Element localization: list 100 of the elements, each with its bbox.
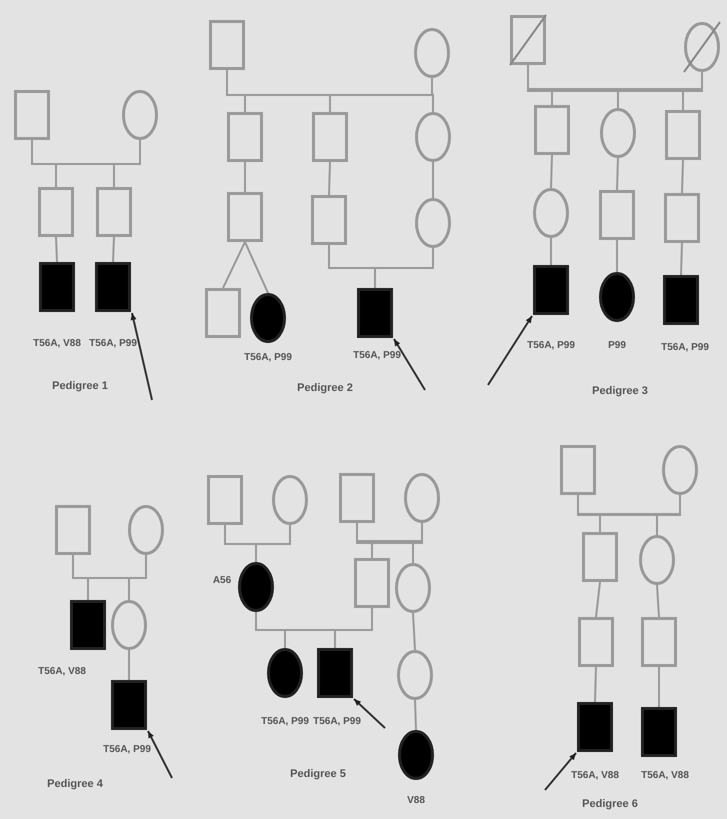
square-symbol: [534, 105, 570, 155]
connector-line: [658, 667, 660, 707]
connector-line: [656, 584, 660, 618]
connector-line: [374, 248, 434, 288]
connector-line: [412, 612, 416, 650]
square-symbol: [205, 288, 241, 338]
square-symbol: [339, 473, 375, 523]
filled-square-symbol: [533, 265, 569, 315]
proband-arrow: [353, 698, 386, 729]
connector-line: [255, 525, 291, 562]
connector-line: [244, 162, 246, 192]
circle-symbol: [415, 198, 451, 248]
filled-square-symbol: [357, 288, 393, 338]
connector-line: [656, 495, 681, 535]
square-symbol: [312, 112, 348, 162]
connector-line: [113, 140, 141, 187]
mutation-label: T56A, V88: [38, 666, 86, 677]
mutation-label: A56: [212, 575, 232, 586]
mutation-label: T56A, P99: [244, 352, 292, 363]
mutation-label: P99: [608, 340, 626, 351]
circle-symbol: [397, 650, 433, 700]
connector-line: [222, 242, 246, 288]
connector-line: [616, 158, 619, 190]
square-symbol: [665, 110, 701, 160]
connector-line: [681, 160, 684, 194]
circle-symbol: [414, 28, 450, 78]
square-symbol: [38, 187, 74, 237]
filled-square-symbol: [663, 275, 699, 325]
square-symbol: [209, 20, 245, 70]
filled-circle-symbol: [398, 730, 434, 780]
connector-line: [244, 242, 269, 294]
connector-line: [414, 700, 417, 730]
square-symbol: [582, 532, 618, 582]
mutation-label: V88: [407, 795, 425, 806]
square-symbol: [311, 195, 347, 245]
connector-line: [595, 582, 601, 618]
mutation-label: T56A, V88: [571, 770, 619, 781]
connector-line: [550, 154, 553, 188]
square-symbol: [560, 445, 596, 495]
square-symbol: [14, 90, 50, 140]
filled-square-symbol: [317, 648, 353, 698]
connector-line: [334, 608, 373, 648]
connector-line: [128, 555, 147, 600]
square-symbol: [227, 192, 263, 242]
square-symbol: [207, 475, 243, 525]
mutation-label: T56A, P99: [103, 744, 151, 755]
filled-circle-symbol: [599, 272, 635, 322]
proband-arrow: [393, 338, 426, 391]
circle-symbol: [404, 473, 440, 523]
connector-line: [680, 242, 683, 276]
square-symbol: [96, 187, 132, 237]
square-symbol: [354, 558, 390, 608]
connector-line: [616, 240, 618, 272]
filled-square-symbol: [111, 680, 147, 730]
proband-arrow: [130, 312, 153, 400]
mutation-label: T56A, P99: [527, 340, 575, 351]
connector-line: [432, 162, 434, 198]
proband-arrow: [544, 752, 577, 791]
filled-square-symbol: [39, 262, 75, 312]
mutation-label: T56A, P99: [661, 342, 709, 353]
circle-symbol: [395, 563, 431, 613]
mutation-label: T56A, P99: [89, 338, 137, 349]
square-symbol: [641, 617, 677, 667]
mutation-label: T56A, P99: [313, 716, 361, 727]
filled-circle-symbol: [238, 562, 274, 612]
circle-symbol: [639, 535, 675, 585]
connector-line: [431, 78, 434, 112]
proband-arrow: [147, 730, 173, 778]
filled-circle-symbol: [250, 293, 286, 343]
filled-square-symbol: [577, 702, 613, 752]
connector-line: [550, 238, 552, 265]
mutation-label: T56A, V88: [641, 770, 689, 781]
square-symbol: [599, 190, 635, 240]
circle-symbol: [272, 475, 308, 525]
pedigree-title: Pedigree 3: [592, 385, 648, 397]
crossed-square-symbol: [510, 15, 546, 65]
pedigree-title: Pedigree 1: [52, 380, 108, 392]
pedigree-title: Pedigree 2: [297, 382, 353, 394]
connector-line: [55, 236, 58, 262]
circle-symbol: [662, 445, 698, 495]
crossed-circle-symbol: [684, 22, 720, 72]
circle-symbol: [111, 600, 147, 650]
circle-symbol: [600, 108, 636, 158]
pedigree-title: Pedigree 5: [290, 768, 346, 780]
mutation-label: T56A, P99: [353, 350, 401, 361]
connector-line: [594, 666, 597, 702]
circle-symbol: [128, 505, 164, 555]
circle-symbol: [122, 90, 158, 140]
filled-square-symbol: [70, 600, 106, 650]
square-symbol: [55, 505, 91, 555]
mutation-label: T56A, P99: [261, 716, 309, 727]
filled-square-symbol: [641, 707, 677, 757]
pedigree-title: Pedigree 6: [582, 798, 638, 810]
connector-line: [112, 236, 115, 262]
proband-arrow: [487, 315, 533, 386]
filled-square-symbol: [95, 262, 131, 312]
circle-symbol: [533, 188, 569, 238]
square-symbol: [227, 112, 263, 162]
mutation-label: T56A, V88: [33, 338, 81, 349]
connector-line: [128, 650, 130, 680]
